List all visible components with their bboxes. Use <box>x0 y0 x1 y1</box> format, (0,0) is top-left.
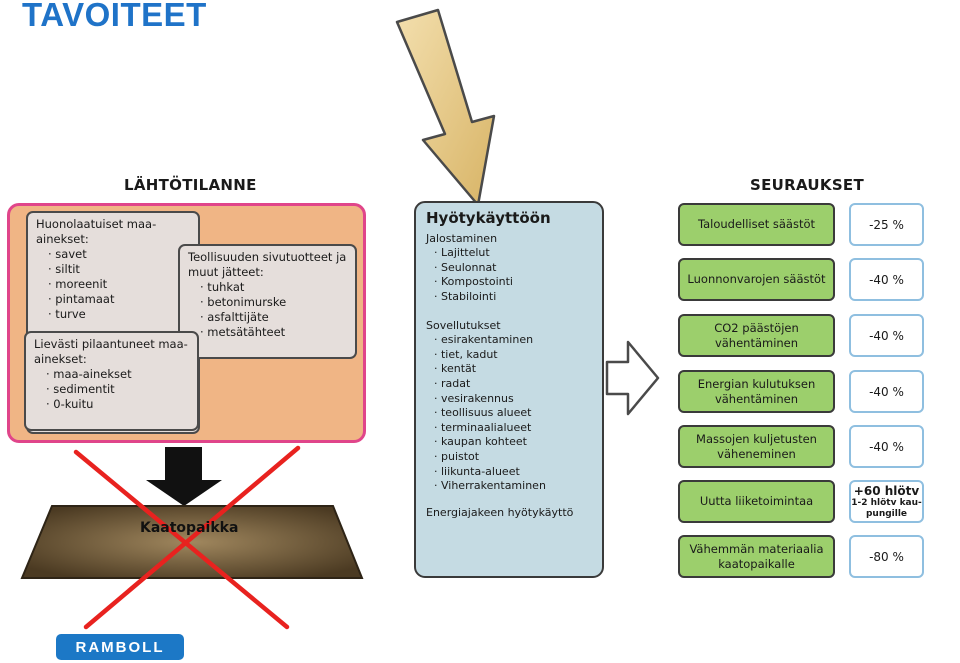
energy-reduction-box: Energian kulutuksen vähentäminen <box>678 370 835 413</box>
list-item: · Kompostointi <box>434 275 513 289</box>
energy-utilization-text: Energiajakeen hyötykäyttö <box>426 505 574 519</box>
list-item: · radat <box>434 376 471 390</box>
list-item: · maa-ainekset <box>46 367 132 381</box>
poor-soils-title: Huonolaatuiset maa-ainekset: <box>36 217 157 246</box>
list-item: · puistot <box>434 449 480 463</box>
list-item: · kentät <box>434 362 477 376</box>
list-item: · Lajittelut <box>434 246 490 260</box>
processing-title: Jalostaminen <box>426 231 498 245</box>
list-item: · liikunta-alueet <box>434 464 520 478</box>
resource-savings-box: Luonnonvarojen säästöt <box>678 258 835 301</box>
consequences-section-heading: SEURAUKSET <box>750 176 865 194</box>
list-item: · savet <box>48 247 87 261</box>
savings-box: Taloudelliset säästöt <box>678 203 835 246</box>
list-item: · Seulonnat <box>434 260 497 274</box>
list-item: · tiet, kadut <box>434 347 498 361</box>
list-item: · siltit <box>48 262 80 276</box>
less-landfill-value: -80 % <box>849 535 924 578</box>
new-business-box: Uutta liiketoimintaa <box>678 480 835 523</box>
transport-reduction-value: -40 % <box>849 425 924 468</box>
list-item: · pintamaat <box>48 292 115 306</box>
list-item: · sedimentit <box>46 382 115 396</box>
start-section-heading: LÄHTÖTILANNE <box>124 176 257 194</box>
co2-reduction-value: -40 % <box>849 314 924 357</box>
applications-title: Sovellutukset <box>426 318 501 332</box>
utilization-box: Hyötykäyttöön Jalostaminen · Lajittelut … <box>414 201 604 578</box>
list-item: · terminaalialueet <box>434 420 532 434</box>
transport-reduction-box: Massojen kuljetusten väheneminen <box>678 425 835 468</box>
list-item: · vesirakennus <box>434 391 514 405</box>
less-landfill-box: Vähemmän materiaalia kaatopaikalle <box>678 535 835 578</box>
industrial-byproducts-box: Teollisuuden sivutuotteet ja muut jättee… <box>178 244 357 359</box>
list-item: · tuhkat <box>200 280 245 294</box>
resource-savings-value: -40 % <box>849 258 924 301</box>
list-item: · asfalttijäte <box>200 310 269 324</box>
list-item: · 0-kuitu <box>46 397 94 411</box>
page-title: TAVOITEET <box>22 0 207 33</box>
co2-reduction-box: CO2 päästöjen vähentäminen <box>678 314 835 357</box>
contaminated-soils-title: Lievästi pilaantuneet maa-ainekset: <box>34 337 188 366</box>
list-item: · Stabilointi <box>434 289 497 303</box>
utilization-title: Hyötykäyttöön <box>426 209 551 227</box>
list-item: · moreenit <box>48 277 108 291</box>
list-item: · metsätähteet <box>200 325 286 339</box>
list-item: · teollisuus alueet <box>434 406 532 420</box>
list-item: · esirakentaminen <box>434 333 534 347</box>
savings-value: -25 % <box>849 203 924 246</box>
list-item: · Viherrakentaminen <box>434 479 546 493</box>
energy-reduction-value: -40 % <box>849 370 924 413</box>
list-item: · betonimurske <box>200 295 287 309</box>
new-business-value: +60 hlötv 1-2 hlötv kau-pungille <box>849 480 924 523</box>
list-item: · turve <box>48 307 86 321</box>
landfill-label: Kaatopaikka <box>140 520 239 536</box>
list-item: · kaupan kohteet <box>434 435 527 449</box>
ramboll-logo: RAMBOLL <box>56 634 184 660</box>
contaminated-soils-box: Lievästi pilaantuneet maa-ainekset: · ma… <box>24 331 199 431</box>
industrial-byproducts-title: Teollisuuden sivutuotteet ja muut jättee… <box>188 250 347 279</box>
